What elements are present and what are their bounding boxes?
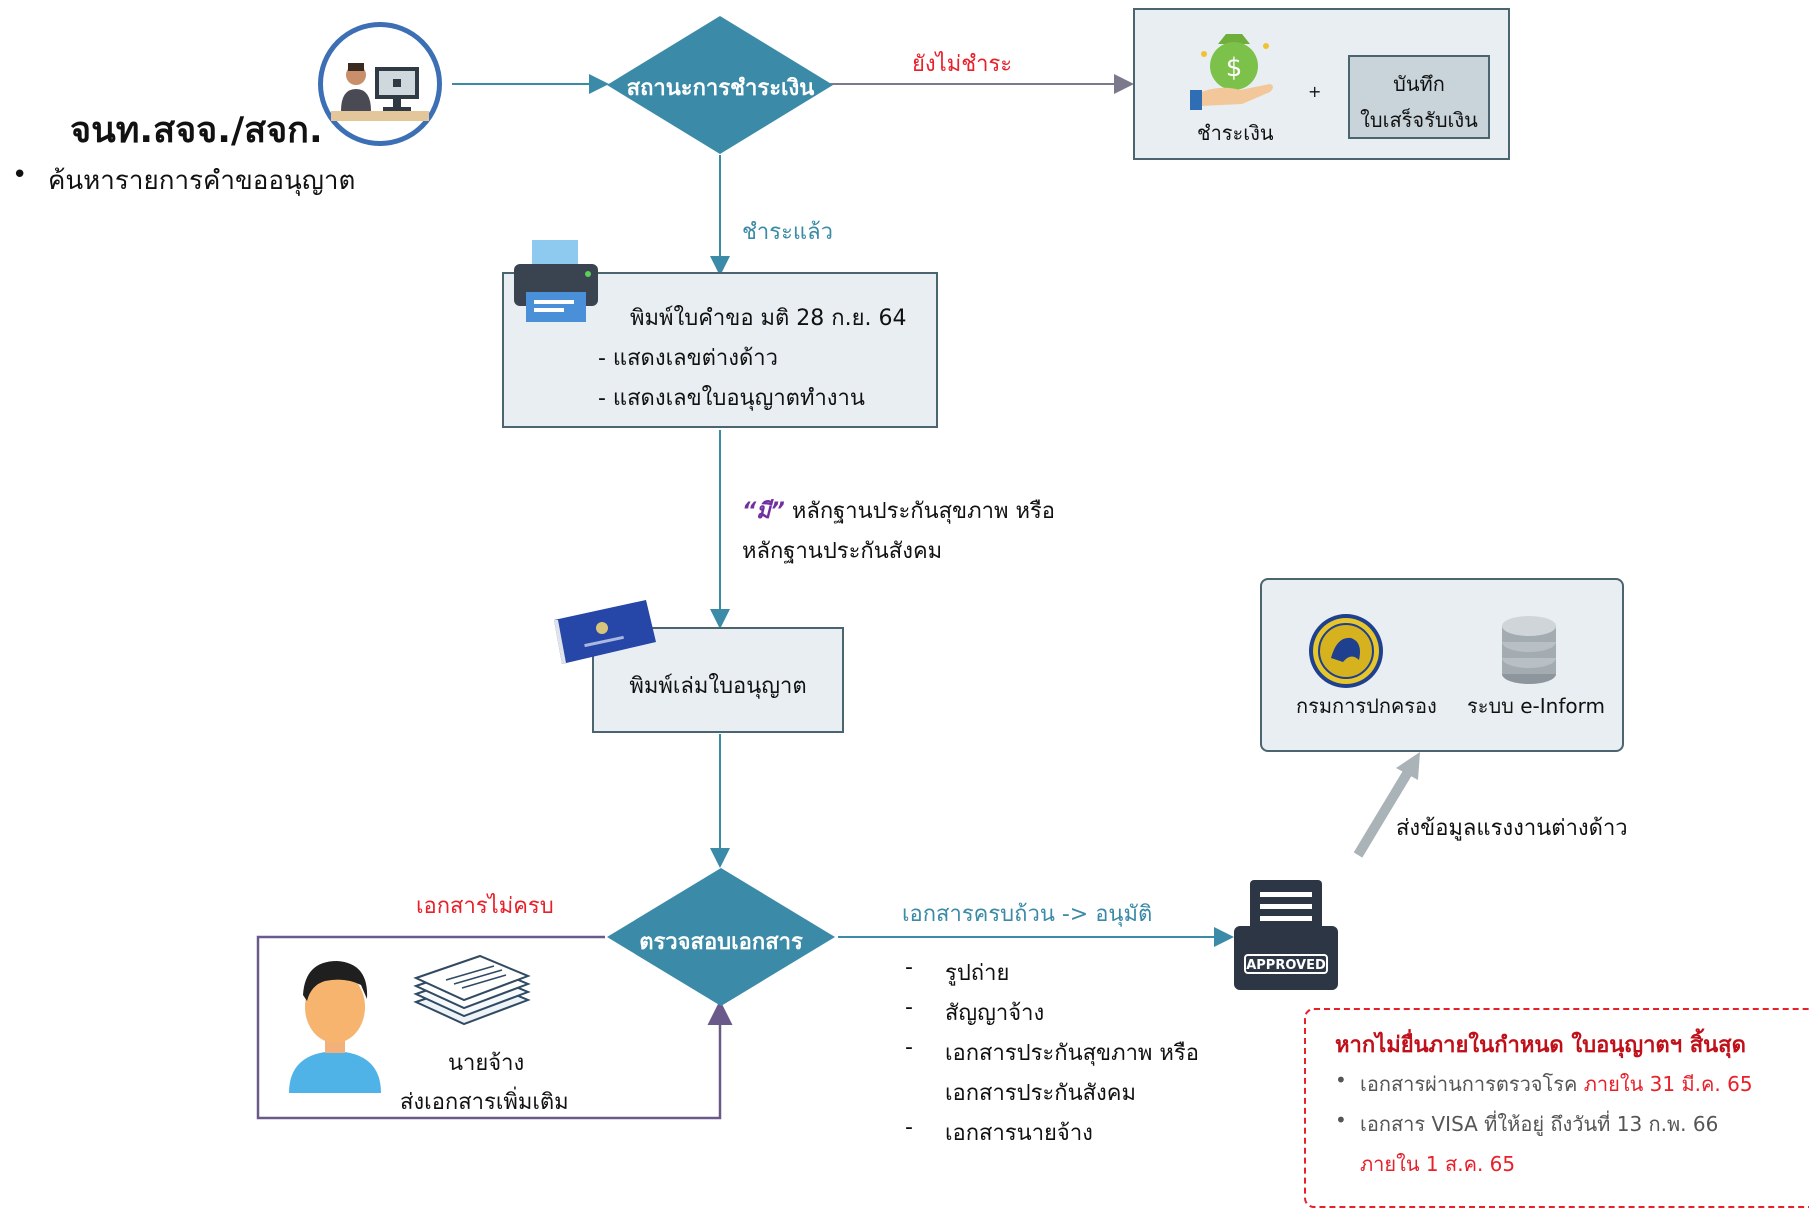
svg-text:$: $	[1226, 53, 1243, 83]
doc-dash-1: -	[905, 955, 913, 980]
unpaid-label: ยังไม่ชำระ	[912, 52, 1013, 77]
plus-sign: +	[1308, 82, 1322, 101]
deadline-item-1: เอกสารผ่านการตรวจโรค ภายใน 31 มี.ค. 65	[1360, 1068, 1753, 1100]
receipt-line2: ใบเสร็จรับเงิน	[1360, 108, 1478, 132]
approved-stamp-icon: APPROVED	[1232, 880, 1340, 992]
dopa-seal-icon	[1309, 614, 1383, 688]
arrow-send-data	[1353, 769, 1413, 858]
employer-person-icon	[289, 961, 381, 1093]
insurance-line1-rest: หลักฐานประกันสุขภาพ หรือ	[784, 499, 1055, 524]
doc-item-5: เอกสารนายจ้าง	[945, 1121, 1093, 1146]
insurance-note-line1: “มี” หลักฐานประกันสุขภาพ หรือ	[742, 493, 1055, 528]
deadline-bullet-2: •	[1335, 1108, 1347, 1132]
deadline-item-2: เอกสาร VISA ที่ให้อยู่ ถึงวันที่ 13 ก.พ.…	[1360, 1112, 1719, 1136]
doc-dash-3: -	[905, 1035, 913, 1060]
print-request-title: พิมพ์ใบคำขอ มติ 28 ก.ย. 64	[630, 306, 907, 331]
doc-dash-2: -	[905, 995, 913, 1020]
officer-at-computer-icon	[331, 63, 429, 121]
printer-icon	[514, 240, 598, 322]
money-bag-hand-icon: $	[1190, 34, 1273, 110]
officer-task: ค้นหารายการคำขออนุญาต	[48, 166, 356, 196]
doc-item-4: เอกสารประกันสังคม	[945, 1081, 1136, 1106]
approved-stamp-label: APPROVED	[1244, 954, 1328, 974]
document-check-diamond	[607, 868, 835, 1006]
arrow-send-data-head	[1396, 752, 1420, 780]
docs-incomplete-label: เอกสารไม่ครบ	[416, 894, 554, 919]
print-book-label: พิมพ์เล่มใบอนุญาต	[629, 674, 807, 699]
doc-item-2: สัญญาจ้าง	[945, 1001, 1045, 1026]
doc-item-1: รูปถ่าย	[945, 961, 1010, 986]
doc-item-3: เอกสารประกันสุขภาพ หรือ	[945, 1041, 1199, 1066]
deadline-item-1-red: ภายใน 31 มี.ค. 65	[1583, 1072, 1753, 1096]
deadline-bullet-1: •	[1335, 1068, 1347, 1092]
officer-avatar	[318, 22, 442, 146]
payment-status-label: สถานะการชำระเงิน	[626, 76, 815, 101]
employer-line2: ส่งเอกสารเพิ่มเติม	[400, 1090, 569, 1115]
paid-label: ชำระแล้ว	[742, 220, 833, 245]
print-request-item2: - แสดงเลขใบอนุญาตทำงาน	[598, 386, 865, 411]
deadline-title: หากไม่ยื่นภายในกำหนด ใบอนุญาตฯ สิ้นสุด	[1335, 1033, 1746, 1058]
receipt-line1: บันทึก	[1393, 72, 1445, 96]
passport-book-icon	[554, 600, 656, 664]
approved-base	[1234, 926, 1338, 990]
document-stack-icon	[413, 954, 531, 1026]
insurance-has: “มี”	[742, 499, 785, 524]
arrow-incomplete-loop	[256, 935, 733, 1120]
pay-label: ชำระเงิน	[1197, 121, 1274, 145]
document-check-label: ตรวจสอบเอกสาร	[639, 930, 803, 955]
docs-complete-label: เอกสารครบถ้วน -> อนุมัติ	[902, 902, 1153, 927]
database-icon	[1502, 616, 1556, 684]
deadline-item-1-text: เอกสารผ่านการตรวจโรค	[1360, 1072, 1584, 1096]
employer-line1: นายจ้าง	[448, 1051, 525, 1076]
print-request-item1: - แสดงเลขต่างด้าว	[598, 346, 778, 371]
bullet-dot: •	[12, 160, 28, 190]
dopa-label: กรมการปกครอง	[1296, 694, 1437, 718]
doc-dash-5: -	[905, 1115, 913, 1140]
send-data-label: ส่งข้อมูลแรงงานต่างด้าว	[1396, 816, 1628, 841]
einform-label: ระบบ e-Inform	[1467, 694, 1605, 718]
insurance-note-line2: หลักฐานประกันสังคม	[742, 539, 943, 564]
receipt-box	[1348, 55, 1490, 139]
officer-title: จนท.สจจ./สจก.	[70, 110, 323, 151]
payment-status-diamond	[607, 16, 833, 154]
deadline-item-2-red: ภายใน 1 ส.ค. 65	[1360, 1152, 1516, 1176]
